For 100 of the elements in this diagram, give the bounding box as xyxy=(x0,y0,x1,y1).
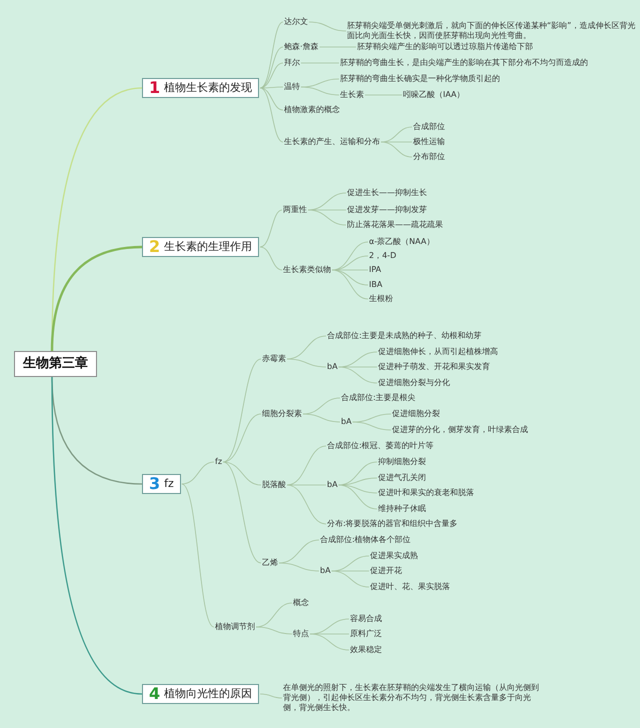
subtopic-label: bA xyxy=(327,362,338,372)
central-topic-box: 生物第三章 xyxy=(14,351,97,377)
subtopic-label: α-萘乙酸（NAA） xyxy=(369,237,434,247)
branch-line xyxy=(260,694,282,698)
subtopic-label: 胚芽鞘的弯曲生长确实是一种化学物质引起的 xyxy=(340,74,500,84)
branch-line xyxy=(260,88,284,110)
branch-line xyxy=(260,62,284,88)
branch-line xyxy=(222,462,262,486)
branch-line xyxy=(222,414,262,462)
subtopic-label: 植物激素的概念 xyxy=(284,105,340,115)
subtopic-label: 分布部位 xyxy=(413,152,445,162)
subtopic-label: 乙烯 xyxy=(262,558,278,568)
subtopic-label: 促进细胞伸长，从而引起植株增高 xyxy=(378,347,498,357)
subtopic-label: 吲哚乙酸（IAA） xyxy=(403,90,465,100)
subtopic-label: 效果稳定 xyxy=(350,645,382,655)
subtopic-label: 达尔文 xyxy=(284,17,308,27)
subtopic-label: 植物调节剂 xyxy=(215,622,255,632)
branch-line xyxy=(181,484,214,628)
subtopic-label: 细胞分裂素 xyxy=(262,409,302,419)
topic-box xyxy=(142,684,260,704)
branch-line xyxy=(256,626,292,634)
branch-line xyxy=(300,62,340,64)
subtopic-label: bA xyxy=(320,566,331,576)
subtopic-label: 鲍森·詹森 xyxy=(284,42,319,52)
subtopic-label: 原料广泛 xyxy=(350,629,382,639)
subtopic-label: 生长素 xyxy=(340,90,364,100)
subtopic-label: 促进发芽——抑制发芽 xyxy=(347,205,427,215)
subtopic-label: 维持种子休眠 xyxy=(378,504,426,514)
branch-line xyxy=(332,270,368,286)
subtopic-label: 胚芽鞘尖端产生的影响可以透过琼脂片传递给下部 xyxy=(357,42,533,52)
subtopic-label: 防止落花落果——疏花疏果 xyxy=(347,220,443,230)
branch-line xyxy=(310,634,350,650)
subtopic-label: 合成部位:根冠、萎蔫的叶片等 xyxy=(327,441,434,451)
branch-line xyxy=(319,46,356,48)
topic-label: 植物向光性的原因 xyxy=(164,687,252,701)
branch-line xyxy=(50,246,142,352)
topic-label: 植物生长素的发现 xyxy=(164,81,252,95)
subtopic-label: 胚芽鞘的弯曲生长，是由尖端产生的影响在其下部分布不均匀而造成的 xyxy=(340,58,588,68)
branch-line xyxy=(332,270,368,300)
subtopic-label: 容易合成 xyxy=(350,614,382,624)
subtopic-label: 拜尔 xyxy=(284,58,300,68)
subtopic-label: 促进气孔关闭 xyxy=(378,473,426,483)
subtopic-label: fz xyxy=(215,457,222,467)
branch-line xyxy=(338,366,378,384)
branch-line xyxy=(222,462,262,564)
branch-line xyxy=(260,86,284,88)
branch-line xyxy=(300,86,340,96)
subtopic-label: IBA xyxy=(369,280,382,290)
topic-label: fz xyxy=(164,477,174,491)
branch-line xyxy=(260,210,282,248)
subtopic-label: 促进细胞分裂 xyxy=(392,409,440,419)
topic-label: 生长素的生理作用 xyxy=(164,240,252,254)
subtopic-label: 生根粉 xyxy=(369,294,393,304)
subtopic-label: bA xyxy=(327,480,338,490)
branch-line xyxy=(260,246,282,270)
branch-line xyxy=(308,210,346,226)
subtopic-label: 促进果实成熟 xyxy=(370,551,418,561)
subtopic-label: 脱落酸 xyxy=(262,480,286,490)
branch-line xyxy=(338,484,378,510)
branch-line xyxy=(260,46,284,88)
branch-line xyxy=(308,22,346,32)
subtopic-label: 合成部位:植物体各个部位 xyxy=(320,535,411,545)
subtopic-label: 两重性 xyxy=(283,205,307,215)
subtopic-label: 合成部位:主要是根尖 xyxy=(341,393,416,403)
branch-line xyxy=(364,94,402,96)
subtopic-label: 赤霉素 xyxy=(262,354,286,364)
subtopic-label: 极性运输 xyxy=(413,137,445,147)
subtopic-label: 促进开花 xyxy=(370,566,402,576)
branch-line xyxy=(286,484,326,486)
subtopic-label: 温特 xyxy=(284,82,300,92)
subtopic-label: IPA xyxy=(369,265,382,275)
branch-line xyxy=(286,358,326,368)
subtopic-label: 分布:将要脱落的器官和组织中含量多 xyxy=(327,519,458,529)
subtopic-label: 促进芽的分化，侧芽发育，叶绿素合成 xyxy=(392,425,528,435)
branch-line xyxy=(286,484,326,524)
topic-box xyxy=(142,237,260,257)
subtopic-label: 合成部位:主要是未成熟的种子、幼根和幼芽 xyxy=(327,331,482,341)
subtopic-label: 生长素的产生、运输和分布 xyxy=(284,137,380,147)
subtopic-label: 概念 xyxy=(293,598,309,608)
subtopic-label: 生长素类似物 xyxy=(283,265,331,275)
branch-line xyxy=(222,358,262,462)
branch-line xyxy=(51,377,142,695)
topic-box xyxy=(142,78,260,98)
topic-number: 1 xyxy=(149,81,160,95)
subtopic-label: 促进细胞分裂与分化 xyxy=(378,378,450,388)
description-text: 胚芽鞘尖端受单侧光刺激后，就向下面的伸长区传递某种“影响”，造成伸长区背光面比向光面生长快，因而使胚芽鞘出现向光性弯曲。 xyxy=(347,21,639,41)
subtopic-label: 促进叶、花、果实脱落 xyxy=(370,582,450,592)
branch-line xyxy=(380,142,412,158)
subtopic-label: 抑制细胞分裂 xyxy=(378,457,426,467)
subtopic-label: 特点 xyxy=(293,629,309,639)
subtopic-label: 2，4-D xyxy=(369,251,396,261)
branch-line xyxy=(278,562,320,572)
subtopic-label: 促进种子萌发、开花和果实发育 xyxy=(378,362,490,372)
topic-number: 2 xyxy=(149,240,160,254)
subtopic-label: 促进叶和果实的衰老和脱落 xyxy=(378,488,474,498)
branch-line xyxy=(181,462,214,484)
description-text: 在单侧光的照射下，生长素在胚芽鞘的尖端发生了横向运输（从向光侧到背光侧），引起伸长区生长素分布不均匀，背光侧生长素含量多于向光侧，背光侧生长快。 xyxy=(283,683,545,713)
branch-line xyxy=(302,414,340,422)
subtopic-label: 促进生长——抑制生长 xyxy=(347,188,427,198)
branch-line xyxy=(260,22,284,88)
